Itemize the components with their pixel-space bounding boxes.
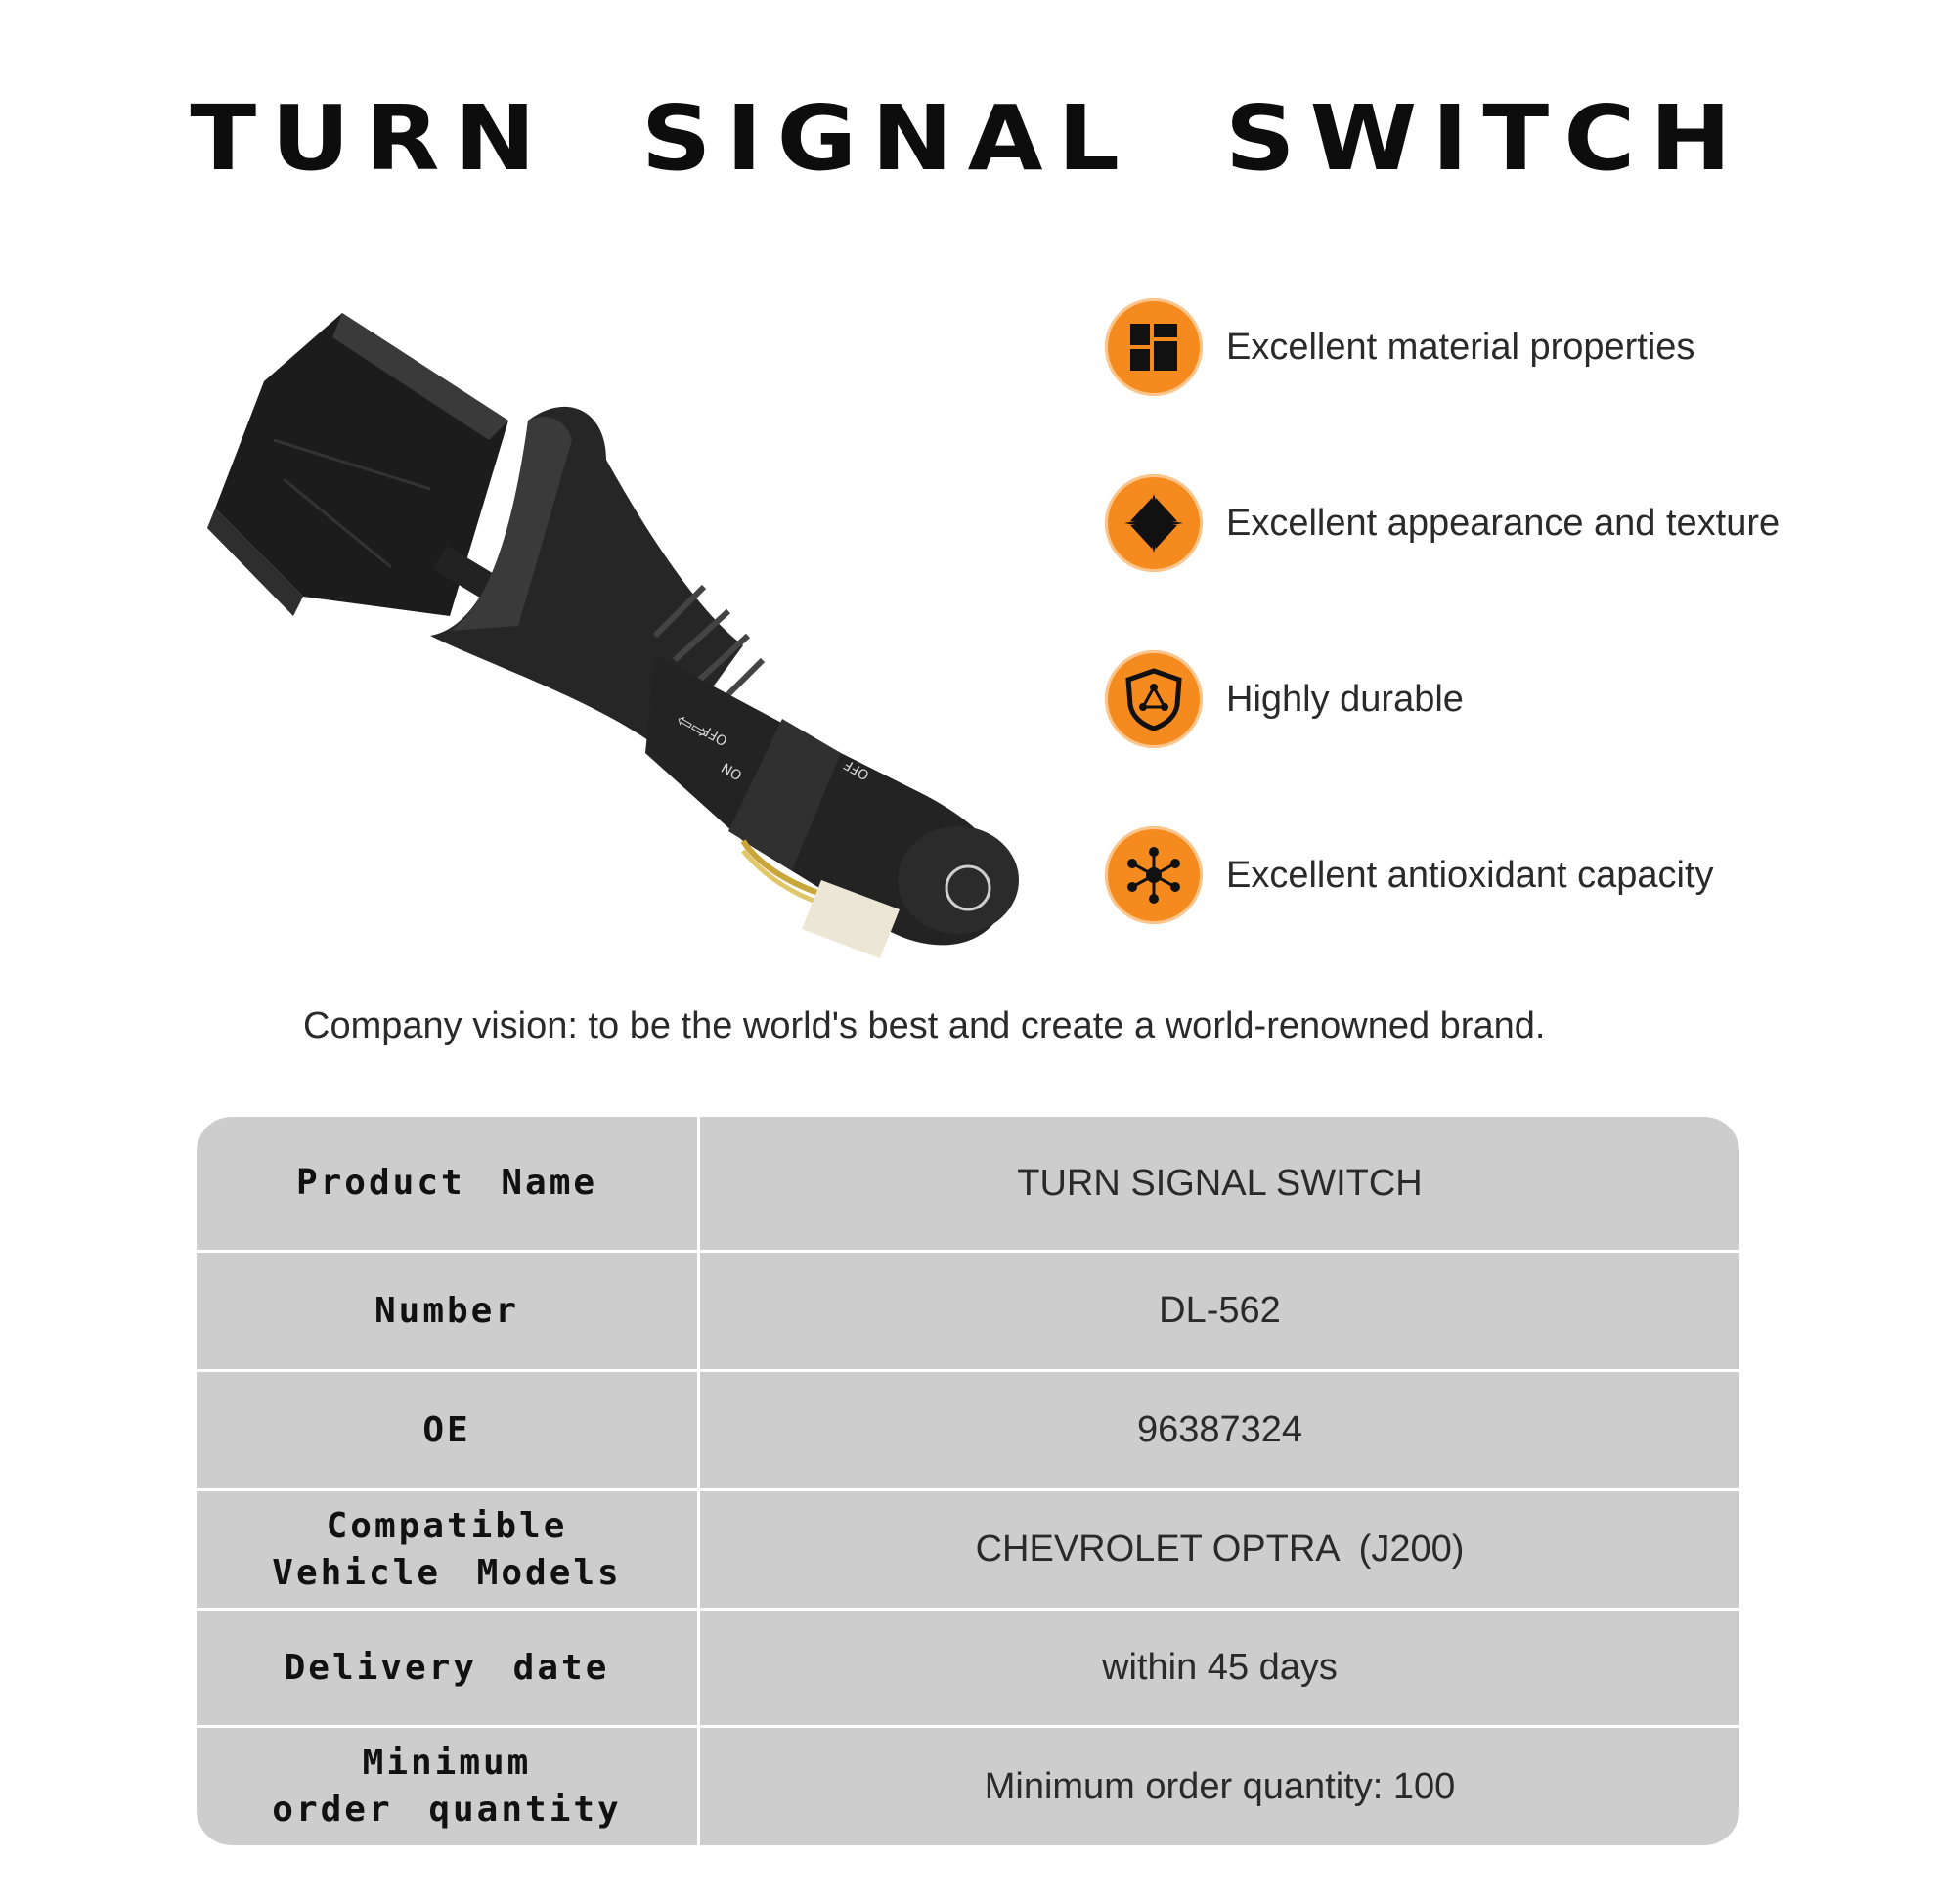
feature-item: Excellent antioxidant capacity — [1105, 821, 1887, 929]
spec-value: CHEVROLET OPTRA (J200) — [975, 1528, 1465, 1570]
spec-value: within 45 days — [1102, 1647, 1338, 1688]
table-row: OE 96387324 — [197, 1372, 1739, 1488]
table-row: Delivery date within 45 days — [197, 1611, 1739, 1725]
spec-key: Delivery date — [284, 1647, 610, 1688]
diamond-arrows-icon — [1105, 474, 1203, 572]
connector-housing — [207, 313, 508, 616]
feature-item: Excellent material properties — [1105, 293, 1887, 401]
spec-key: Minimum order quantity — [272, 1743, 622, 1830]
row-divider — [197, 1488, 1739, 1491]
spec-table: Product Name TURN SIGNAL SWITCH Number D… — [197, 1117, 1739, 1845]
spec-value: TURN SIGNAL SWITCH — [1017, 1162, 1423, 1204]
table-row: Compatible Vehicle Models CHEVROLET OPTR… — [197, 1491, 1739, 1608]
spec-value: 96387324 — [1136, 1409, 1303, 1450]
spec-key: OE — [422, 1409, 471, 1450]
feature-label: Excellent antioxidant capacity — [1226, 854, 1714, 896]
spec-value: DL-562 — [1159, 1290, 1281, 1331]
material-blocks-icon — [1105, 298, 1203, 396]
feature-item: Highly durable — [1105, 645, 1887, 753]
table-row: Minimum order quantity Minimum order qua… — [197, 1728, 1739, 1845]
company-vision: Company vision: to be the world's best a… — [303, 1005, 1546, 1046]
feature-label: Excellent material properties — [1226, 326, 1695, 368]
page-title: TURN SIGNAL SWITCH — [190, 86, 1746, 191]
row-divider — [197, 1608, 1739, 1611]
product-image: ⇦⇨ OFF ON OFF — [207, 313, 1019, 958]
spec-key: Compatible Vehicle Models — [272, 1505, 622, 1593]
molecule-icon — [1105, 826, 1203, 924]
shield-network-icon — [1105, 650, 1203, 748]
feature-label: Highly durable — [1226, 678, 1464, 720]
wire-plug — [740, 839, 900, 958]
column-divider — [697, 1117, 700, 1845]
row-divider — [197, 1725, 1739, 1728]
row-divider — [197, 1250, 1739, 1253]
spec-key: Number — [374, 1290, 520, 1331]
feature-label: Excellent appearance and texture — [1226, 502, 1781, 544]
feature-item: Excellent appearance and texture — [1105, 469, 1887, 577]
table-row: Number DL-562 — [197, 1253, 1739, 1369]
spec-key: Product Name — [295, 1163, 598, 1203]
row-divider — [197, 1369, 1739, 1372]
spec-value: Minimum order quantity: 100 — [984, 1765, 1456, 1807]
table-row: Product Name TURN SIGNAL SWITCH — [197, 1117, 1739, 1250]
lever-stalk: ⇦⇨ OFF ON OFF — [645, 655, 1019, 946]
